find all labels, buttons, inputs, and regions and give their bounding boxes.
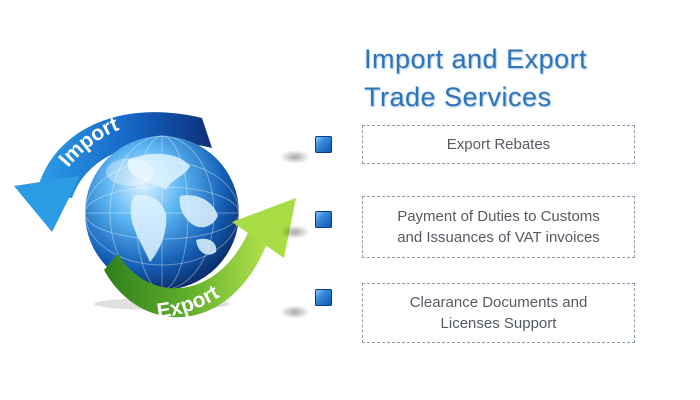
page-title-line-1: Import and Export	[364, 44, 588, 74]
service-item-clearance-documents: Clearance Documents and Licenses Support	[362, 283, 635, 343]
bullet-shadow	[280, 305, 310, 319]
service-item-export-rebates: Export Rebates	[362, 125, 635, 164]
bullet-shadow	[280, 225, 310, 239]
import-arrow	[14, 112, 212, 232]
export-arrow	[104, 198, 296, 318]
bullet-icon	[315, 136, 332, 153]
globe-icon	[84, 135, 240, 310]
bullet-icon	[315, 211, 332, 228]
page-title-line-2: Trade Services	[364, 82, 552, 112]
bullet-icon	[315, 289, 332, 306]
bullet-shadow	[280, 150, 310, 164]
service-item-payment-of-duties: Payment of Duties to Customs and Issuanc…	[362, 196, 635, 258]
